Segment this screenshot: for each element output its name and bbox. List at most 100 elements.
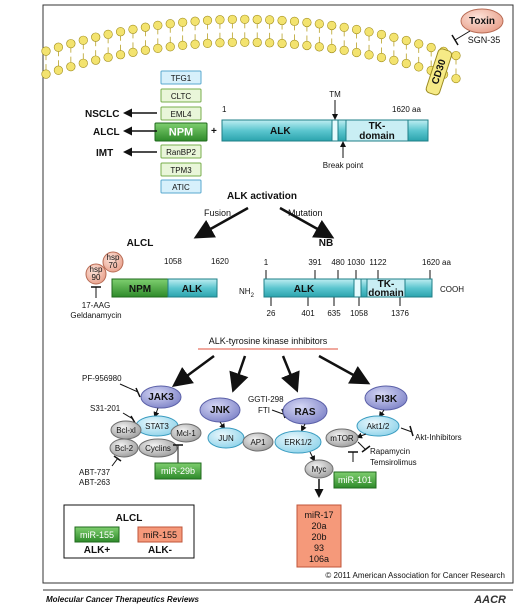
lipid-head (115, 50, 126, 60)
alk-segment (167, 278, 218, 298)
ggti298-label: GGTI-298 (248, 395, 284, 404)
akt-inhibit-line (400, 427, 413, 433)
lipid-head (153, 43, 163, 53)
mir-cluster-item: 20b (311, 532, 326, 542)
toxin-inhibit-bar (451, 34, 459, 46)
lipid-head (103, 29, 113, 39)
partner-box-cltc (160, 88, 202, 103)
legend-green-label: miR-155 (80, 530, 114, 540)
lipid-head (426, 42, 436, 53)
nh2-label: NH2 (239, 287, 255, 299)
mir-cluster-box (296, 504, 342, 568)
erk-node (274, 430, 322, 454)
lipid-head (277, 15, 287, 26)
pf-inhibit-bar (135, 387, 141, 398)
abt-inhibit-bar (113, 455, 122, 462)
lipid-head (178, 17, 188, 27)
fusion-label: Fusion (204, 208, 231, 218)
hsp70-node (102, 251, 124, 273)
cd30-receptor: CD30 (425, 48, 453, 96)
nb-title: NB (319, 238, 333, 249)
disease-alcl: ALCL (93, 127, 120, 138)
arrow-to-jak3 (171, 354, 215, 387)
lipid-head (352, 47, 362, 58)
lipid-head (376, 52, 387, 63)
lipid-head (389, 55, 399, 65)
lipid-head (91, 32, 101, 42)
abt737-label: ABT-737 (79, 468, 111, 477)
partner-box-tpm3 (160, 162, 202, 177)
akt-node (356, 415, 400, 437)
mtor-node (325, 428, 359, 448)
lipid-head (451, 50, 461, 61)
rapamycin-label: Rapamycin (370, 447, 410, 456)
tk-label-1: TK- (369, 121, 386, 132)
bcl2-node (109, 438, 139, 458)
lipid-head (227, 37, 237, 48)
lipid-head (327, 43, 337, 54)
mcl1-node (170, 423, 202, 443)
lipid-head (115, 27, 126, 37)
erk-myc-arrow (309, 451, 315, 462)
activation-title: ALK activation (227, 191, 297, 202)
mir29b-box (154, 462, 202, 480)
lipid-head (289, 39, 300, 49)
ras-erk-arrow (301, 423, 307, 432)
lipid-head (128, 24, 138, 34)
lipid-head (41, 69, 51, 79)
lipid-head (240, 37, 250, 47)
lipid-head (78, 35, 88, 45)
journal-footer: Molecular Cancer Therapeutics Reviews (46, 595, 200, 604)
myc-label: Myc (312, 465, 327, 474)
lipid-head (240, 14, 250, 24)
arrow-to-ras (281, 355, 300, 393)
abt263-label: ABT-263 (79, 478, 111, 487)
lipid-head (289, 16, 300, 26)
copyright-text: © 2011 American Association for Cancer R… (325, 571, 505, 580)
nb-top-tick-label: 1122 (369, 258, 387, 267)
alk-gene-label: ALK (270, 126, 291, 137)
pi3k-label: PI3K (375, 394, 398, 405)
partner-box-ranbp2 (160, 144, 202, 159)
cell-membrane (41, 14, 461, 84)
bclxl-label: Bcl-xl (116, 426, 136, 435)
legend-red-box (137, 526, 183, 543)
nb-alk-label: ALK (294, 284, 315, 295)
mir29b-label: miR-29b (161, 466, 195, 476)
lipid-head (103, 52, 113, 62)
partner-label-tfg1: TFG1 (171, 74, 192, 83)
lipid-head (66, 39, 76, 49)
lipid-head (165, 19, 175, 29)
jnk-jun-arrow (219, 421, 226, 430)
lipid-head (202, 38, 213, 49)
mir-cluster-item: 20a (311, 521, 326, 531)
toxin-label: Toxin (469, 16, 495, 27)
legend-alk-pos: ALK+ (84, 545, 111, 556)
jak3-label: JAK3 (148, 392, 174, 403)
plus-sign: + (211, 126, 217, 137)
inhibitors-title: ALK-tyrosine kinase inhibitors (209, 336, 328, 346)
lipid-head (190, 16, 200, 26)
temsirolimus-label: Temsirolimus (370, 458, 417, 467)
hsp70-label-2: 70 (109, 261, 118, 270)
alcl-title: ALCL (127, 238, 154, 249)
cyclins-label: Cyclins (145, 444, 171, 453)
lipid-head (215, 38, 225, 48)
partner-label-cltc: CLTC (171, 92, 192, 101)
hsp90-node (85, 263, 107, 285)
toxin-link (454, 30, 471, 41)
nb-tk-domain (366, 278, 406, 298)
lipid-head (401, 58, 411, 69)
lipid-head (53, 42, 64, 52)
lipid-head (165, 42, 175, 52)
ras-label: RAS (294, 407, 315, 418)
jun-label: JUN (218, 434, 234, 443)
partner-label-ranbp2: RanBP2 (166, 148, 196, 157)
disease-nsclc: NSCLC (85, 109, 119, 120)
tm-label: TM (329, 90, 341, 99)
rapa-inhibit-bar (361, 445, 371, 453)
partner-label-tpm3: TPM3 (170, 166, 192, 175)
hsp90-label-1: hsp (90, 265, 103, 274)
